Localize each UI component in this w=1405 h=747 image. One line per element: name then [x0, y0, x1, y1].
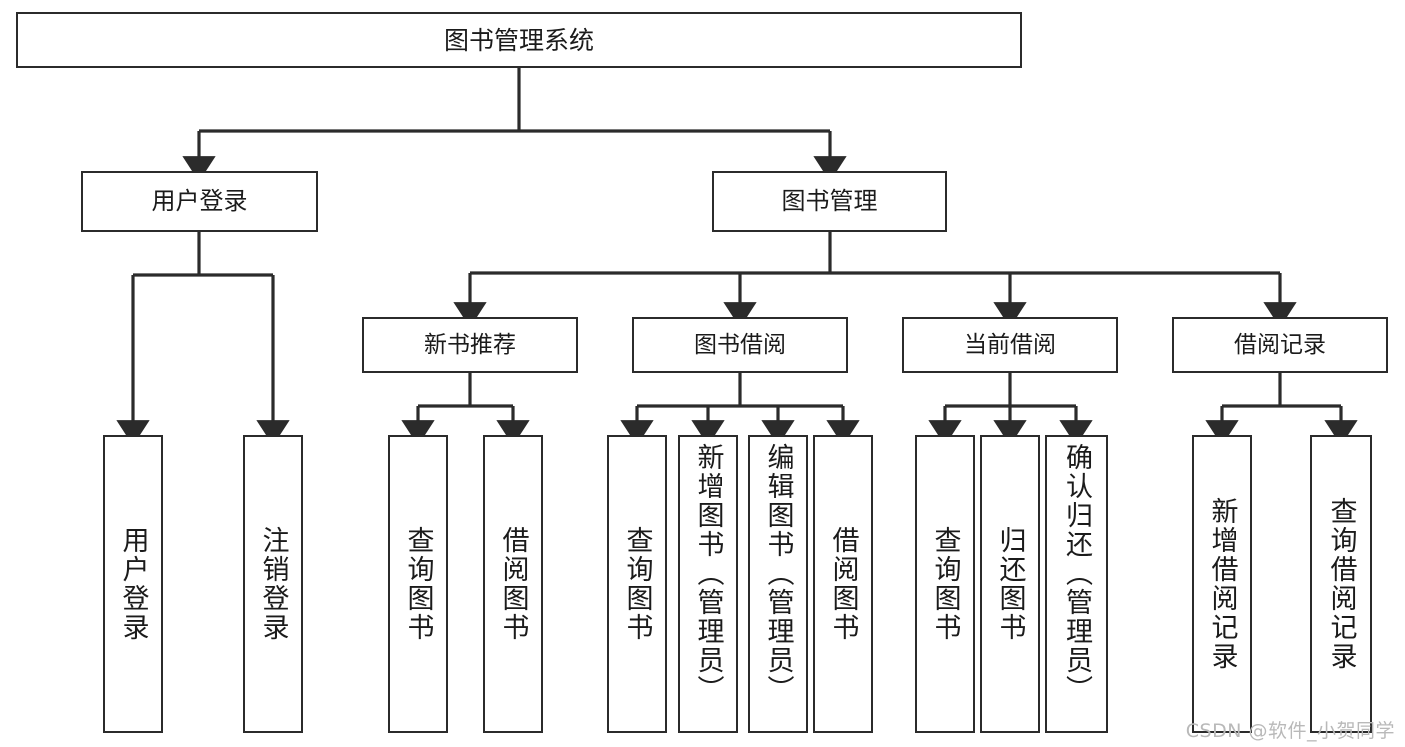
node-book-borrow-label: 图书借阅 [694, 331, 786, 358]
node-leaf-borrow-book-1[interactable]: 借阅图书 [483, 435, 543, 733]
node-leaf-borrow-book-1-label: 借阅图书 [497, 526, 529, 642]
node-book-manage-label: 图书管理 [781, 186, 878, 215]
node-root-label: 图书管理系统 [443, 25, 594, 55]
node-leaf-query-book-3-label: 查询图书 [929, 526, 961, 642]
node-user-login-label: 用户登录 [151, 186, 248, 215]
node-leaf-borrow-book-2-label: 借阅图书 [827, 526, 859, 642]
node-leaf-query-book-3[interactable]: 查询图书 [915, 435, 975, 733]
node-leaf-query-book-1-label: 查询图书 [402, 526, 434, 642]
node-leaf-return-book[interactable]: 归还图书 [980, 435, 1040, 733]
node-leaf-query-book-2-label: 查询图书 [621, 526, 653, 642]
node-leaf-add-record-label: 新增借阅记录 [1206, 497, 1238, 671]
node-new-book-recommend[interactable]: 新书推荐 [362, 317, 578, 373]
node-leaf-logout-label: 注销登录 [257, 526, 289, 642]
node-leaf-query-book-2[interactable]: 查询图书 [607, 435, 667, 733]
node-borrow-record-label: 借阅记录 [1234, 331, 1326, 358]
node-leaf-return-book-label: 归还图书 [994, 526, 1026, 642]
node-leaf-logout[interactable]: 注销登录 [243, 435, 303, 733]
node-leaf-user-login-label: 用户登录 [117, 526, 149, 642]
node-book-manage[interactable]: 图书管理 [712, 171, 947, 232]
node-leaf-edit-book-label: 编辑图书（管理员） [762, 443, 794, 704]
node-current-borrow[interactable]: 当前借阅 [902, 317, 1118, 373]
node-leaf-query-record[interactable]: 查询借阅记录 [1310, 435, 1372, 733]
node-leaf-confirm-return-label: 确认归还（管理员） [1061, 443, 1092, 704]
csdn-watermark: CSDN @软件_小贺同学 [1185, 720, 1395, 742]
node-current-borrow-label: 当前借阅 [964, 331, 1056, 358]
node-new-book-recommend-label: 新书推荐 [424, 331, 516, 358]
node-leaf-edit-book[interactable]: 编辑图书（管理员） [748, 435, 808, 733]
node-leaf-query-record-label: 查询借阅记录 [1325, 497, 1357, 671]
node-leaf-borrow-book-2[interactable]: 借阅图书 [813, 435, 873, 733]
node-leaf-add-book-label: 新增图书（管理员） [692, 443, 724, 704]
node-borrow-record[interactable]: 借阅记录 [1172, 317, 1388, 373]
node-root[interactable]: 图书管理系统 [16, 12, 1022, 68]
node-leaf-user-login[interactable]: 用户登录 [103, 435, 163, 733]
node-leaf-query-book-1[interactable]: 查询图书 [388, 435, 448, 733]
node-user-login[interactable]: 用户登录 [81, 171, 318, 232]
node-leaf-confirm-return[interactable]: 确认归还（管理员） [1045, 435, 1108, 733]
node-leaf-add-record[interactable]: 新增借阅记录 [1192, 435, 1252, 733]
node-book-borrow[interactable]: 图书借阅 [632, 317, 848, 373]
node-leaf-add-book[interactable]: 新增图书（管理员） [678, 435, 738, 733]
